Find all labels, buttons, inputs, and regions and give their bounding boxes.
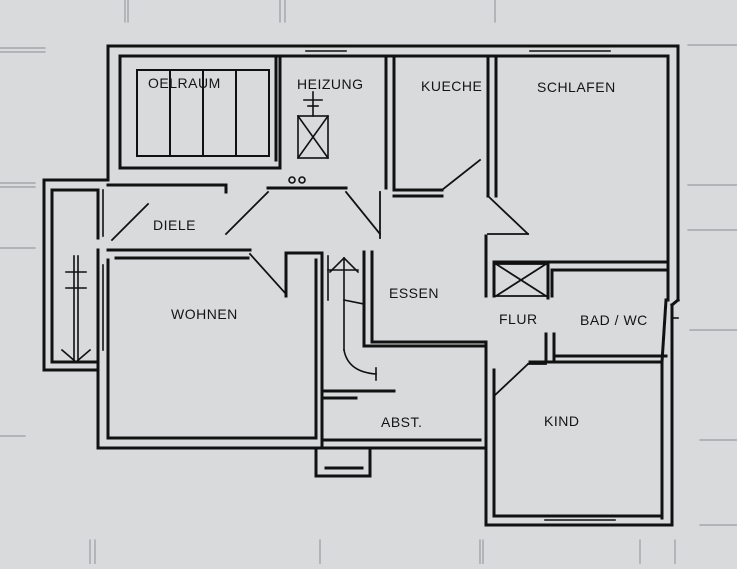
room-label-flur: FLUR [499,311,538,327]
room-label-heizung: HEIZUNG [297,76,364,92]
stair [327,255,377,381]
room-label-bad-wc: BAD / WC [580,312,648,328]
windows [102,45,679,521]
boiler-symbol [288,91,330,184]
room-label-essen: ESSEN [389,285,439,301]
room-label-kind: KIND [544,413,580,429]
exterior-walls [42,44,681,527]
interior-walls [106,54,670,450]
room-label-abst: ABST. [381,414,423,430]
balcony-arrow [60,255,92,364]
flur-cross [494,262,548,298]
door-swings [110,158,547,398]
room-label-schlafen: SCHLAFEN [537,79,616,95]
room-label-kueche: KUECHE [421,78,483,94]
room-label-diele: DIELE [153,217,196,233]
room-label-oelraum: OELRAUM [148,75,221,91]
oil-tanks [136,69,270,157]
room-label-wohnen: WOHNEN [171,306,238,322]
